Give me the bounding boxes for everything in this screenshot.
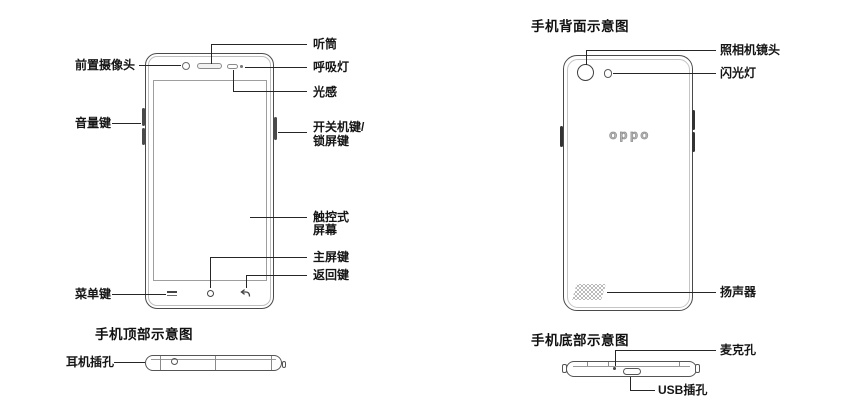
headphone-jack-label: 耳机插孔	[66, 355, 115, 369]
volume-down-button	[141, 127, 145, 145]
brand-logo: oppo	[609, 127, 651, 143]
leader-back-key-h	[245, 275, 307, 277]
breathing-light-label: 呼吸灯	[313, 60, 350, 74]
power-key-label: 开关机键/ 锁屏键	[313, 120, 365, 148]
leader-usb-v	[630, 377, 632, 391]
volume-key-label: 音量键	[75, 116, 112, 130]
leader-volume-key	[112, 123, 141, 125]
bottom-edge-face-line	[573, 366, 690, 367]
phone-back-inner-line	[566, 58, 690, 308]
speaker-label: 扬声器	[720, 284, 757, 299]
microphone-hole-icon	[612, 367, 616, 370]
top-edge-outline	[145, 355, 282, 371]
front-camera-icon	[181, 61, 190, 70]
leader-touch-screen	[250, 217, 307, 219]
top-view-title: 手机顶部示意图	[95, 327, 193, 342]
light-sensor-label: 光感	[313, 84, 338, 99]
leader-menu-key	[112, 294, 166, 296]
leader-mic-h	[614, 350, 716, 352]
bottom-view-title: 手机底部示意图	[531, 333, 629, 348]
volume-down-button-back	[691, 131, 695, 152]
menu-key-label: 菜单键	[75, 287, 112, 301]
home-key-label: 主屏键	[313, 250, 350, 264]
top-edge-nub	[281, 360, 286, 368]
headphone-jack-icon	[170, 357, 178, 365]
earpiece-icon	[197, 63, 222, 69]
leader-earpiece-v	[210, 44, 212, 64]
bottom-edge-tick	[608, 362, 609, 366]
light-sensor-icon	[227, 63, 238, 69]
leader-camera-lens-v	[586, 50, 588, 65]
power-button	[273, 117, 277, 140]
leader-headphone-jack	[114, 362, 145, 364]
usb-port-icon	[622, 368, 641, 375]
volume-up-button	[141, 108, 145, 126]
rear-camera-icon	[577, 64, 594, 81]
leader-flash	[613, 73, 716, 75]
leader-mic-v	[614, 350, 616, 366]
front-camera-label: 前置摄像头	[75, 58, 136, 72]
usb-port-label: USB插孔	[658, 383, 708, 397]
leader-camera-lens-h	[586, 50, 716, 52]
leader-front-camera	[139, 65, 181, 67]
leader-back-key-v	[245, 275, 247, 288]
leader-earpiece-h	[210, 44, 307, 46]
mic-hole-label: 麦克孔	[720, 343, 757, 357]
flash-label: 闪光灯	[720, 66, 757, 80]
speaker-grille-icon	[572, 284, 606, 300]
top-edge-face-line	[151, 359, 276, 360]
bottom-edge-nub-right	[695, 364, 700, 373]
bottom-edge-nub-left	[562, 364, 567, 373]
phone-front-inner-line	[148, 56, 271, 306]
menu-key-icon	[167, 291, 177, 296]
back-view-title: 手机背面示意图	[531, 19, 629, 34]
touch-screen-label: 触控式 屏幕	[313, 209, 350, 237]
leader-light-sensor-h	[232, 90, 307, 92]
home-key-icon	[207, 289, 214, 297]
leader-home-key-h	[210, 257, 307, 259]
power-button-back	[560, 126, 564, 147]
earpiece-label: 听筒	[313, 37, 338, 51]
volume-up-button-back	[691, 110, 695, 130]
breathing-light-icon	[240, 65, 243, 68]
touch-screen-area	[153, 80, 267, 281]
flash-icon	[603, 69, 612, 78]
leader-speaker	[607, 291, 716, 293]
top-edge-divider	[215, 356, 216, 370]
bottom-edge-tick	[587, 362, 588, 366]
phone-back-outline	[563, 55, 693, 311]
back-key-label: 返回键	[313, 268, 350, 282]
leader-breathing-light	[245, 66, 307, 68]
top-edge-divider	[271, 356, 272, 370]
leader-usb-h	[630, 389, 655, 391]
leader-power-key	[278, 132, 307, 134]
back-key-icon	[240, 289, 251, 297]
leader-home-key-v	[210, 257, 212, 288]
top-edge-divider	[160, 356, 161, 370]
camera-lens-label: 照相机镜头	[720, 43, 781, 57]
bottom-edge-tick	[679, 362, 680, 366]
leader-light-sensor-v	[232, 70, 234, 92]
